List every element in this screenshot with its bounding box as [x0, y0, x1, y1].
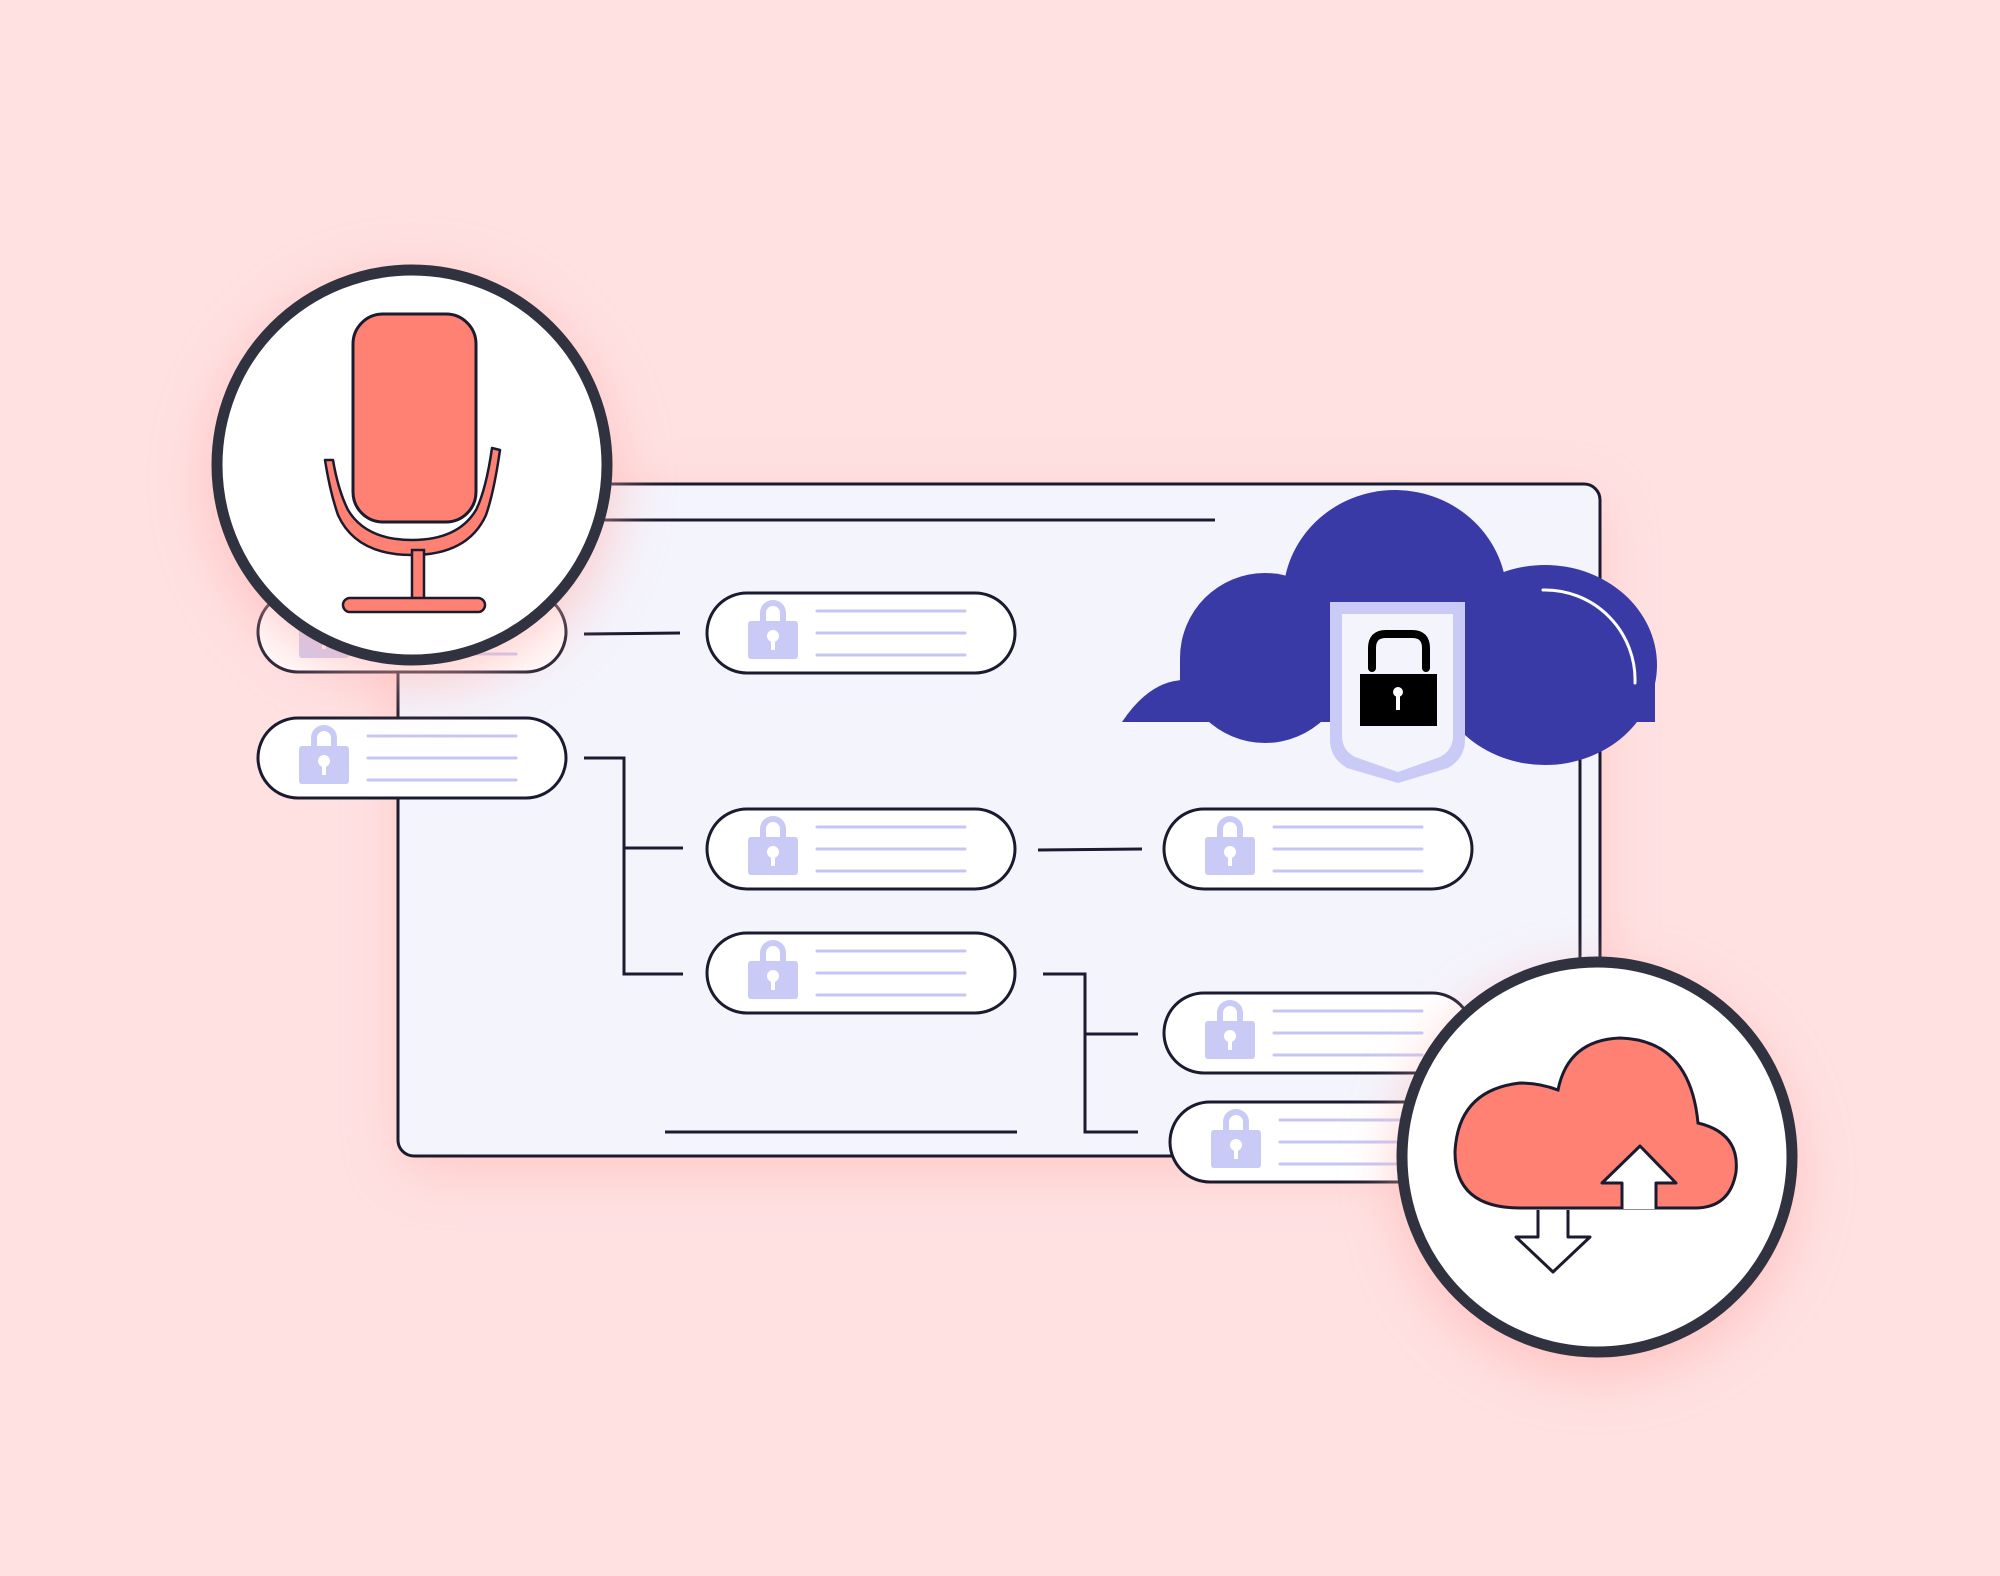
- padlock-icon: [707, 593, 1015, 673]
- node-pill: [1164, 809, 1472, 889]
- node-pill: [707, 809, 1015, 889]
- node-pill: [707, 593, 1015, 673]
- node-pill: [258, 718, 566, 798]
- padlock-icon: [707, 809, 1015, 889]
- padlock-icon: [258, 718, 566, 798]
- cloud-shield-lock-icon: [1122, 490, 1657, 783]
- microphone-icon: [323, 312, 502, 614]
- cloud-upload-download-icon: [1453, 1036, 1738, 1274]
- padlock-icon: [1164, 809, 1472, 889]
- padlock-icon: [707, 933, 1015, 1013]
- cloud-transfer-badge: [1396, 956, 1798, 1375]
- node-pill: [707, 933, 1015, 1013]
- microphone-badge: [207, 264, 617, 685]
- connectors: [396, 631, 1143, 1134]
